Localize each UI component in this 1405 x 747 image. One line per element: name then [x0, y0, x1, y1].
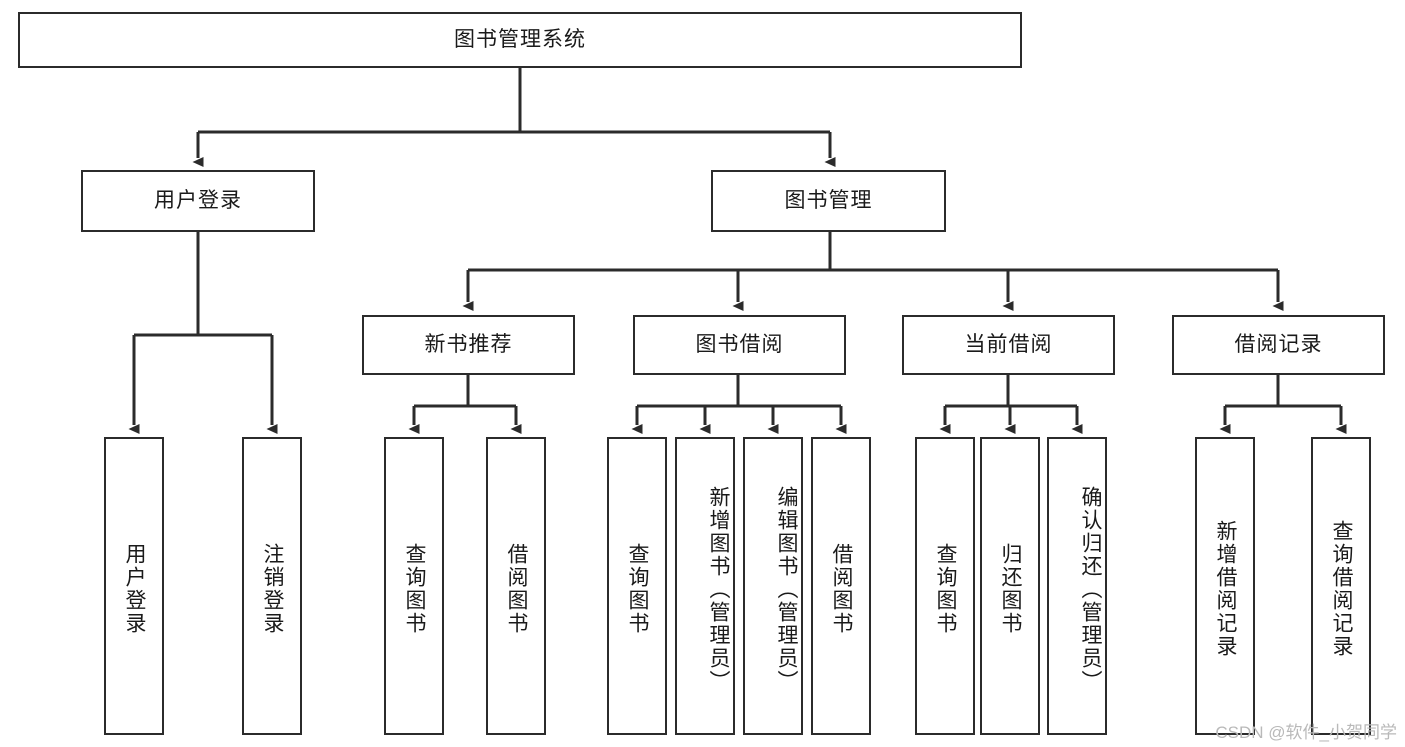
leaf-logout-login[interactable]: 注销登录	[242, 437, 302, 735]
leaf-borrow-book-1-label: 借阅图书	[505, 543, 528, 635]
node-book-borrow[interactable]: 图书借阅	[633, 315, 846, 375]
leaf-query-book-1[interactable]: 查询图书	[384, 437, 444, 735]
leaf-add-record[interactable]: 新增借阅记录	[1195, 437, 1255, 735]
leaf-query-book-2-label: 查询图书	[626, 543, 649, 635]
node-current-borrow[interactable]: 当前借阅	[902, 315, 1115, 375]
leaf-return-book[interactable]: 归还图书	[980, 437, 1040, 735]
leaf-add-book[interactable]: 新增图书（管理员）	[675, 437, 735, 735]
node-root[interactable]: 图书管理系统	[18, 12, 1022, 68]
leaf-query-book-1-label: 查询图书	[403, 543, 426, 635]
leaf-user-login[interactable]: 用户登录	[104, 437, 164, 735]
node-borrow-record[interactable]: 借阅记录	[1172, 315, 1385, 375]
leaf-confirm-return[interactable]: 确认归还（管理员）	[1047, 437, 1107, 735]
leaf-add-record-label: 新增借阅记录	[1214, 520, 1237, 658]
leaf-add-book-label: 新增图书（管理员）	[707, 485, 730, 693]
leaf-borrow-book-1[interactable]: 借阅图书	[486, 437, 546, 735]
leaf-edit-book-label: 编辑图书（管理员）	[775, 485, 798, 693]
node-current-borrow-label: 当前借阅	[964, 333, 1053, 357]
node-book-management-label: 图书管理	[784, 189, 873, 213]
leaf-return-book-label: 归还图书	[999, 543, 1022, 635]
node-borrow-record-label: 借阅记录	[1234, 333, 1323, 357]
leaf-query-record[interactable]: 查询借阅记录	[1311, 437, 1371, 735]
node-user-login-label: 用户登录	[154, 189, 242, 213]
node-user-login[interactable]: 用户登录	[81, 170, 315, 232]
leaf-edit-book[interactable]: 编辑图书（管理员）	[743, 437, 803, 735]
leaf-user-login-label: 用户登录	[123, 543, 146, 635]
node-book-borrow-label: 图书借阅	[695, 333, 784, 357]
node-root-label: 图书管理系统	[454, 28, 586, 52]
leaf-query-book-3[interactable]: 查询图书	[915, 437, 975, 735]
leaf-confirm-return-label: 确认归还（管理员）	[1079, 485, 1102, 693]
leaf-logout-login-label: 注销登录	[261, 543, 284, 635]
node-new-book-recommend-label: 新书推荐	[424, 333, 513, 357]
leaf-query-record-label: 查询借阅记录	[1330, 520, 1353, 658]
node-book-management[interactable]: 图书管理	[711, 170, 946, 232]
leaf-borrow-book-2[interactable]: 借阅图书	[811, 437, 871, 735]
watermark-text: CSDN @软件_小贺同学	[1215, 723, 1397, 742]
leaf-query-book-2[interactable]: 查询图书	[607, 437, 667, 735]
leaf-borrow-book-2-label: 借阅图书	[830, 543, 853, 635]
node-new-book-recommend[interactable]: 新书推荐	[362, 315, 575, 375]
leaf-query-book-3-label: 查询图书	[934, 543, 957, 635]
